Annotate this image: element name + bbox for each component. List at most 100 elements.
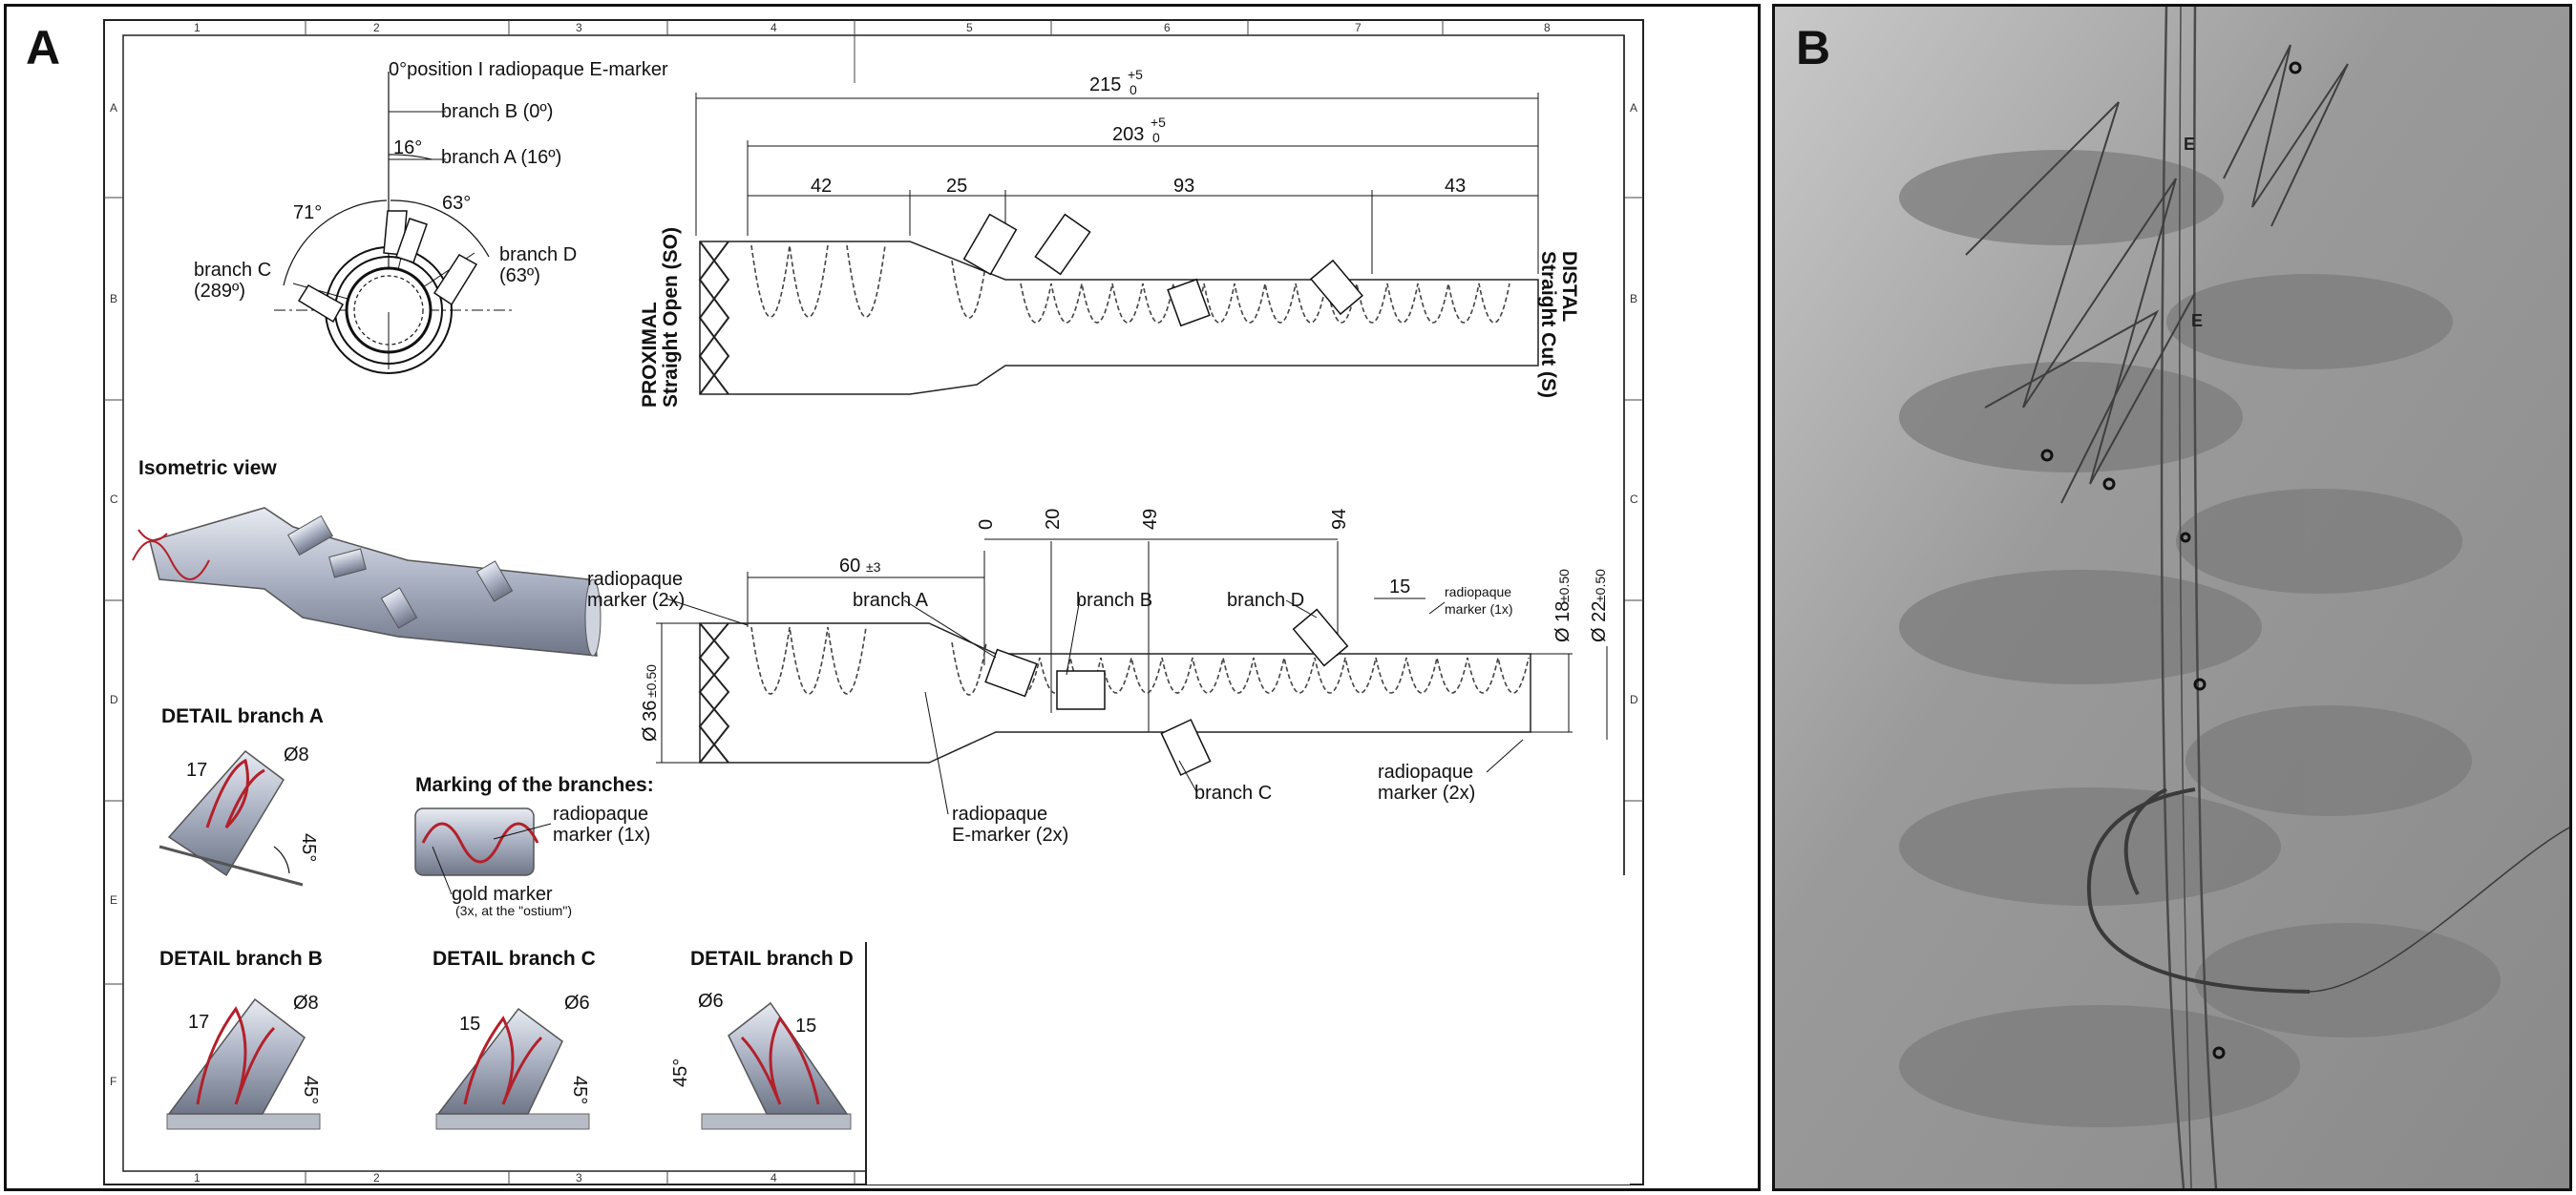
branch-c-label-bottom: branch C <box>1194 783 1272 804</box>
panel-a-letter: A <box>26 21 61 74</box>
gold-marker-note: (3x, at the "ostium") <box>455 903 572 918</box>
frame-side-letters-right: A B C D <box>1630 101 1638 706</box>
branch-c-cylinder <box>297 283 345 324</box>
total-length: 215 <box>1089 74 1121 95</box>
inner-length: 203 <box>1112 124 1144 145</box>
pos-49: 49 <box>1140 509 1161 530</box>
vertebrae <box>1899 150 2501 1127</box>
detail-a-angle: 45° <box>298 833 319 862</box>
marking-radiopaque-2: marker (1x) <box>553 825 650 846</box>
detail-b-dia: Ø8 <box>293 993 319 1014</box>
frame-letter: C <box>110 493 118 506</box>
detail-c-title: DETAIL branch C <box>433 948 596 970</box>
frame-side-letters-left: A B C D E F <box>110 101 118 1088</box>
detail-b-title: DETAIL branch B <box>159 948 323 970</box>
stent-zigzag <box>1965 44 2349 504</box>
panel-b-fluoroscopy: B <box>1772 4 2572 1191</box>
isometric-body <box>149 507 598 657</box>
branch-cylinder <box>1034 213 1091 276</box>
detail-c-angle: 45° <box>569 1076 590 1104</box>
frame-bottom-numbers: 1 2 3 4 <box>194 1171 777 1185</box>
angle-63-label: 63° <box>442 193 471 214</box>
isometric-title: Isometric view <box>138 457 277 479</box>
total-tol-top: +5 <box>1128 67 1143 82</box>
frame-number: 3 <box>576 21 582 34</box>
angle-16-label: 16° <box>393 137 422 158</box>
pos-0: 0 <box>976 519 997 530</box>
frame-ticks <box>104 20 1643 1185</box>
inner-tol-bot: 0 <box>1152 130 1160 145</box>
length-15: 15 <box>1389 577 1410 598</box>
detail-a-length: 17 <box>186 760 207 781</box>
length-60: 60 <box>839 556 860 577</box>
catheter-loop <box>2086 787 2569 994</box>
frame-letter: C <box>1630 493 1638 506</box>
segment-3: 93 <box>1173 176 1194 197</box>
branch-b-angle-label: branch B (0º) <box>441 101 553 122</box>
frame-number: 3 <box>576 1171 582 1185</box>
length-60-tol: ±3 <box>866 559 881 575</box>
diameter-36: Ø 36 <box>640 701 661 742</box>
diameter-18-tol: ±0.50 <box>1556 569 1572 602</box>
radiopaque-marker-2x-right-2: marker (2x) <box>1378 783 1475 804</box>
frame-letter: B <box>110 292 117 305</box>
segment-2: 25 <box>946 176 967 197</box>
panel-b-letter: B <box>1796 21 1831 74</box>
frame-number: 7 <box>1355 21 1362 34</box>
detail-branch-c: DETAIL branch C 15 Ø6 45° <box>433 948 596 1130</box>
fluoroscopy-svg: E E <box>1775 7 2569 1188</box>
proximal-label-2: Straight Open (SO) <box>660 227 682 408</box>
distal-label-2: Straight Cut (S) <box>1537 251 1559 398</box>
diameter-22-tol: ±0.50 <box>1593 569 1608 602</box>
e-marker-position-label: 0°position I radiopaque E-marker <box>389 59 668 80</box>
radiopaque-dots <box>2040 61 2302 1059</box>
branch-d-cylinder <box>433 254 478 306</box>
frame-letter: B <box>1630 292 1637 305</box>
branch-cylinder <box>962 213 1018 276</box>
isometric-red-wire <box>132 540 210 580</box>
blank-area <box>866 875 1630 1185</box>
branch-cylinder <box>1167 278 1211 327</box>
frame-number: 4 <box>771 1171 777 1185</box>
e-marker-2: E <box>2191 311 2203 330</box>
branch-cylinder <box>1310 259 1363 316</box>
branch-b-cylinder-bottom <box>1056 670 1106 710</box>
side-view-bottom: 0 20 49 94 60 ±3 15 Ø 36±0.50 <box>587 509 1610 846</box>
isometric-view: Isometric view <box>132 457 602 657</box>
branch-b-label: branch B <box>1076 590 1152 611</box>
segment-4: 43 <box>1445 176 1466 197</box>
stent-graft-shaft <box>2160 7 2218 1188</box>
frame-letter: A <box>1630 101 1637 115</box>
branch-d-label: branch D <box>499 244 577 265</box>
detail-branch-a: DETAIL branch A 17 Ø8 45° <box>158 705 324 887</box>
branch-a-cylinder-bottom <box>984 648 1038 698</box>
proximal-label-1: PROXIMAL <box>639 302 661 408</box>
frame-number: 5 <box>966 21 973 34</box>
detail-branch-d: DETAIL branch D 15 Ø6 45° <box>670 948 854 1130</box>
end-view: 0°position I radiopaque E-marker branch … <box>194 59 668 374</box>
radiopaque-marker-2x-left: radiopaque <box>587 569 683 590</box>
frame-number: 1 <box>194 1171 201 1185</box>
frame-letter: D <box>110 693 118 706</box>
detail-d-title: DETAIL branch D <box>690 948 854 970</box>
pos-94: 94 <box>1329 509 1350 530</box>
side-view-top: 215 +5 0 203 +5 0 42 25 93 43 <box>639 67 1580 408</box>
frame-top-numbers: 1 2 3 4 5 6 7 8 <box>194 21 1551 34</box>
detail-a-title: DETAIL branch A <box>161 705 324 727</box>
branch-c-angle: (289º) <box>194 281 245 302</box>
marking-of-branches: Marking of the branches: radiopaque mark… <box>414 774 654 918</box>
marking-tube <box>414 807 535 876</box>
frame-number: 4 <box>771 21 777 34</box>
diameter-18: Ø 18 <box>1552 601 1573 642</box>
frame-letter: A <box>110 101 117 115</box>
branch-d-angle: (63º) <box>499 265 540 286</box>
marking-radiopaque: radiopaque <box>553 804 648 825</box>
gold-marker: gold marker <box>452 884 553 905</box>
frame-letter: E <box>110 893 117 907</box>
frame-letter: F <box>110 1075 116 1088</box>
frame-number: 2 <box>373 21 380 34</box>
radiopaque-e-marker: radiopaque <box>952 804 1047 825</box>
detail-branch-b: DETAIL branch B 17 Ø8 45° <box>159 948 323 1130</box>
distal-label: DISTAL Straight Cut (S) <box>1537 251 1580 398</box>
marking-title: Marking of the branches: <box>415 774 654 796</box>
